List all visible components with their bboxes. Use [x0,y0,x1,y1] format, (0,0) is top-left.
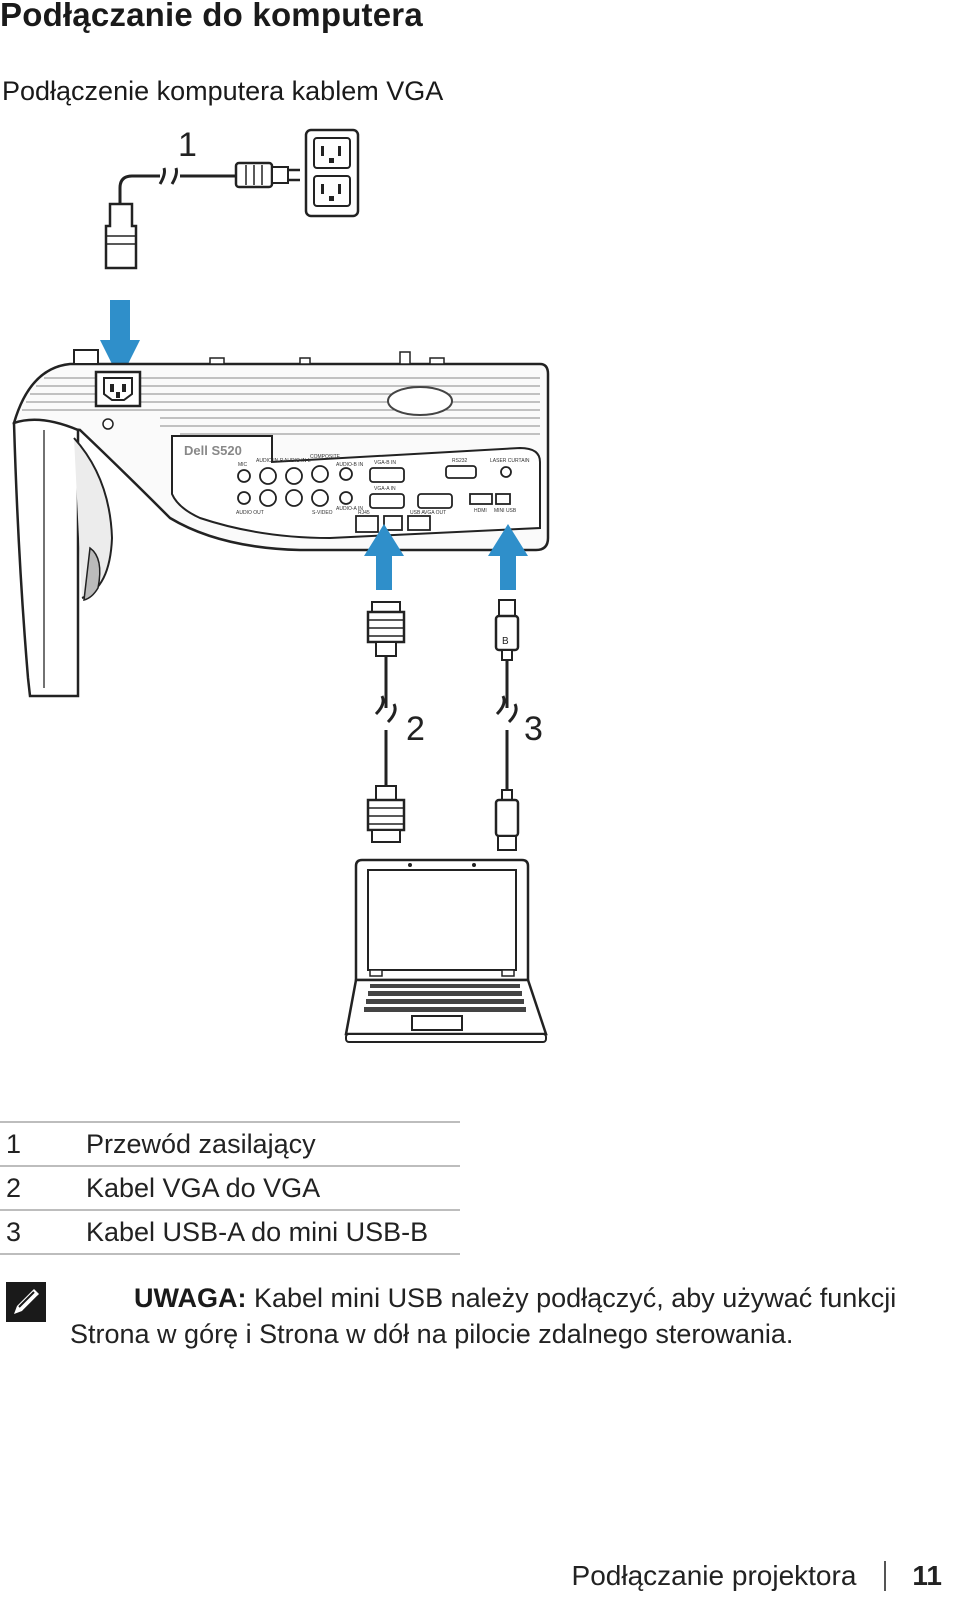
callout-3: 3 [524,710,543,748]
port-label-vga-b-in: VGA-B IN [374,460,396,466]
port-label-vga-a-in: VGA-A IN [374,486,396,492]
wall-outlet [304,128,360,218]
page-title: Podłączanie do komputera [0,0,423,33]
svg-text:B: B [502,636,509,647]
projector: Dell S520 MIC AUDIO IN-R AUDIO IN-L COMP… [12,349,550,698]
port-label-rj45: RJ45 [358,510,370,516]
port-label-audio-b-in: AUDIO-B IN [336,462,364,468]
port-label-rs232: RS232 [452,458,468,464]
power-cord [118,167,238,203]
callout-1: 1 [178,126,197,164]
legend-num: 1 [0,1121,86,1167]
laptop [344,858,548,1043]
legend-table: 1 Przewód zasilający 2 Kabel VGA do VGA … [0,1121,460,1255]
page-number: 11 [912,1560,942,1591]
connection-diagram: 1 Dell S520 [12,126,550,1043]
note-pencil-icon [6,1282,46,1322]
port-label-audio-in-l: AUDIO IN-L [284,458,311,464]
port-label-mic: MIC [238,462,248,468]
note-block: UWAGA: Kabel mini USB należy podłączyć, … [6,1280,946,1352]
section-title: Podłączenie komputera kablem VGA [2,76,444,106]
legend-label: Kabel VGA do VGA [86,1166,460,1211]
power-plug-top [234,161,300,189]
port-label-mini-usb: MINI USB [494,508,517,514]
port-label-audio-in-r: AUDIO IN-R [256,458,284,464]
legend-num: 2 [0,1166,86,1211]
port-label-vga-out: VGA OUT [424,510,446,516]
vga-arrow-icon [364,524,404,590]
port-label-hdmi: HDMI [474,508,487,514]
port-label-audio-out: AUDIO OUT [236,510,264,516]
legend-num: 3 [0,1210,86,1255]
legend-label: Kabel USB-A do mini USB-B [86,1210,460,1255]
projector-brand: Dell S520 [184,443,242,458]
power-arrow-icon [100,300,140,380]
legend-row: 2 Kabel VGA do VGA [0,1166,460,1211]
usb-arrow-icon [488,524,528,590]
footer-section: Podłączanie projektora [571,1560,857,1591]
port-label-usb-a: USB A [410,510,425,516]
power-connector-bottom [104,202,138,270]
legend-row: 1 Przewód zasilający [0,1121,460,1167]
legend-label: Przewód zasilający [86,1121,460,1167]
callout-2: 2 [406,710,425,748]
page-footer: Podłączanie projektora 11 [572,1560,942,1592]
legend-row: 3 Kabel USB-A do mini USB-B [0,1210,460,1255]
usb-cable: B [494,599,520,851]
note-label: UWAGA: [134,1283,247,1313]
port-label-composite: COMPOSITE [310,454,341,460]
note-body: Kabel mini USB należy podłączyć, aby uży… [70,1283,897,1349]
port-label-audio-a-in: AUDIO-A IN [336,506,363,512]
footer-divider [884,1561,887,1591]
vga-cable [366,601,406,843]
port-label-svideo: S-VIDEO [312,510,333,516]
port-label-laser-curtain: LASER CURTAIN [490,458,530,464]
note-text: UWAGA: Kabel mini USB należy podłączyć, … [6,1280,946,1352]
